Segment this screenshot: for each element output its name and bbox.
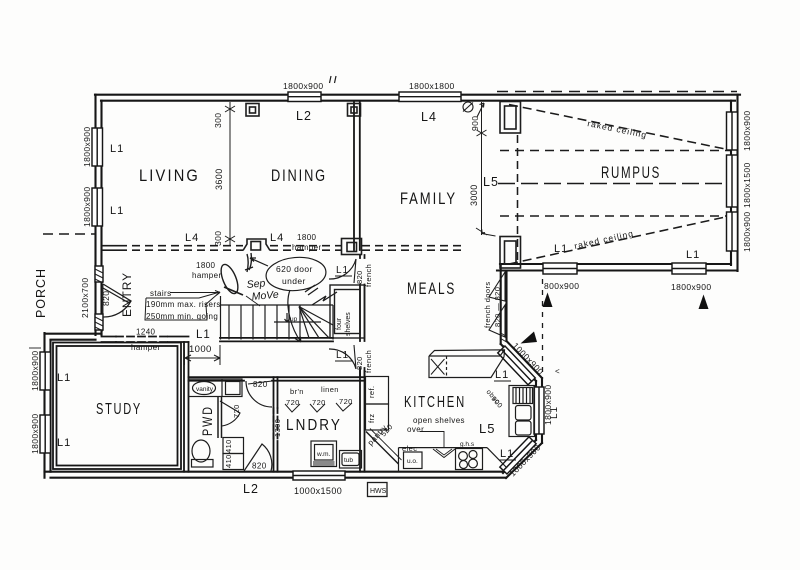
- svg-text:L1: L1: [495, 369, 509, 381]
- svg-text:1240: 1240: [136, 328, 156, 337]
- svg-text:L1: L1: [57, 437, 71, 449]
- svg-text:HWS: HWS: [370, 488, 387, 495]
- svg-text:w.m.: w.m.: [316, 451, 331, 458]
- svg-text:410: 410: [224, 454, 233, 468]
- svg-text:1000: 1000: [189, 344, 212, 355]
- svg-text:1800: 1800: [196, 261, 216, 270]
- svg-text:L4: L4: [185, 232, 199, 244]
- svg-text:720: 720: [312, 398, 326, 407]
- svg-text:820: 820: [355, 270, 364, 284]
- svg-text:open shelves: open shelves: [413, 416, 465, 425]
- svg-text:hamper: hamper: [192, 271, 222, 280]
- svg-text:four: four: [336, 317, 343, 330]
- svg-text:L1: L1: [554, 243, 568, 255]
- svg-text:2100x700: 2100x700: [80, 277, 90, 318]
- svg-text:620 door: 620 door: [276, 264, 313, 274]
- svg-text:DINING: DINING: [271, 166, 327, 185]
- svg-text:ref.: ref.: [367, 386, 376, 398]
- svg-text:french doors: french doors: [483, 282, 492, 329]
- svg-text:L1: L1: [196, 329, 211, 341]
- svg-text:3000: 3000: [469, 184, 479, 206]
- svg-text:L5: L5: [479, 421, 495, 436]
- svg-text:stairs: stairs: [150, 289, 172, 298]
- svg-text:1800x900: 1800x900: [671, 282, 712, 292]
- svg-text:frz: frz: [367, 413, 376, 423]
- svg-text:vanity: vanity: [196, 386, 214, 393]
- svg-text:u.o.: u.o.: [407, 458, 418, 465]
- svg-text:L1: L1: [686, 249, 700, 261]
- svg-text:hamper: hamper: [131, 343, 161, 352]
- svg-text:RUMPUS: RUMPUS: [601, 163, 661, 182]
- svg-text:L1: L1: [336, 350, 349, 361]
- svg-text:1800x900: 1800x900: [742, 110, 752, 151]
- svg-text:french: french: [364, 264, 373, 287]
- svg-text:1800x1800: 1800x1800: [409, 81, 455, 91]
- svg-text:KITCHEN: KITCHEN: [404, 394, 466, 411]
- svg-text:french: french: [364, 350, 373, 373]
- svg-text:820: 820: [253, 380, 268, 389]
- svg-text:L1: L1: [110, 205, 124, 217]
- svg-text:L1: L1: [500, 448, 514, 460]
- svg-text:1800x1500: 1800x1500: [742, 162, 752, 208]
- svg-text:MoVe: MoVe: [251, 289, 279, 303]
- svg-text:1800x900: 1800x900: [30, 350, 40, 391]
- svg-text:L5: L5: [483, 175, 499, 189]
- svg-text:L1: L1: [110, 143, 124, 155]
- svg-text:720: 720: [339, 397, 353, 406]
- svg-text:up: up: [290, 316, 298, 323]
- svg-text:linen: linen: [321, 385, 339, 394]
- svg-text:tub: tub: [344, 457, 353, 464]
- svg-text:hamper: hamper: [292, 243, 322, 252]
- svg-text:720: 720: [286, 398, 300, 407]
- svg-text:820: 820: [355, 356, 364, 370]
- svg-text:300: 300: [213, 113, 223, 128]
- svg-text:Sep: Sep: [246, 277, 266, 291]
- svg-text:190mm max. risers: 190mm max. risers: [146, 300, 221, 309]
- svg-text:3600: 3600: [214, 168, 224, 190]
- svg-text:FAMILY: FAMILY: [400, 189, 457, 208]
- svg-text:1300: 1300: [273, 419, 282, 437]
- svg-text:br'n: br'n: [290, 387, 304, 396]
- svg-text:820: 820: [101, 291, 111, 306]
- svg-text:L1: L1: [336, 265, 349, 276]
- svg-text:1800x900: 1800x900: [30, 413, 40, 454]
- svg-text:shelves: shelves: [345, 312, 352, 336]
- svg-text:elec: elec: [402, 444, 417, 453]
- svg-text:L1: L1: [57, 372, 71, 384]
- svg-text:L4: L4: [421, 110, 437, 124]
- svg-text:720: 720: [232, 404, 241, 418]
- svg-text:ENTRY: ENTRY: [120, 272, 134, 317]
- svg-text:1800x900: 1800x900: [742, 211, 752, 252]
- svg-text:1800x900: 1800x900: [543, 384, 553, 425]
- svg-text:300: 300: [213, 231, 223, 246]
- svg-text:1000x1500: 1000x1500: [294, 486, 342, 496]
- svg-text:under: under: [282, 276, 306, 286]
- svg-text:1800x900: 1800x900: [82, 126, 92, 167]
- svg-text:over: over: [407, 425, 424, 434]
- svg-text:900: 900: [470, 116, 480, 131]
- svg-text:L2: L2: [243, 482, 259, 496]
- svg-text:820: 820: [252, 462, 267, 471]
- svg-text:LIVING: LIVING: [139, 166, 200, 185]
- svg-text:1800: 1800: [297, 233, 317, 242]
- svg-text:<: <: [555, 367, 560, 376]
- svg-text:L4: L4: [270, 232, 284, 244]
- svg-text:410: 410: [224, 439, 233, 453]
- svg-text:MEALS: MEALS: [407, 279, 456, 298]
- svg-text:LNDRY: LNDRY: [286, 417, 342, 434]
- svg-text:g.h.s: g.h.s: [460, 441, 475, 448]
- svg-text:1800x900: 1800x900: [82, 186, 92, 227]
- svg-text:820 — 820: 820 — 820: [493, 287, 502, 327]
- svg-text:STUDY: STUDY: [96, 401, 142, 418]
- svg-text:1800x900: 1800x900: [283, 81, 324, 91]
- svg-text:L2: L2: [296, 109, 312, 123]
- svg-text:800x900: 800x900: [544, 281, 579, 291]
- svg-text:250mm min. going: 250mm min. going: [146, 312, 218, 321]
- svg-text:L1: L1: [549, 406, 560, 419]
- svg-text:PWD: PWD: [200, 405, 215, 436]
- svg-text:PORCH: PORCH: [33, 268, 48, 318]
